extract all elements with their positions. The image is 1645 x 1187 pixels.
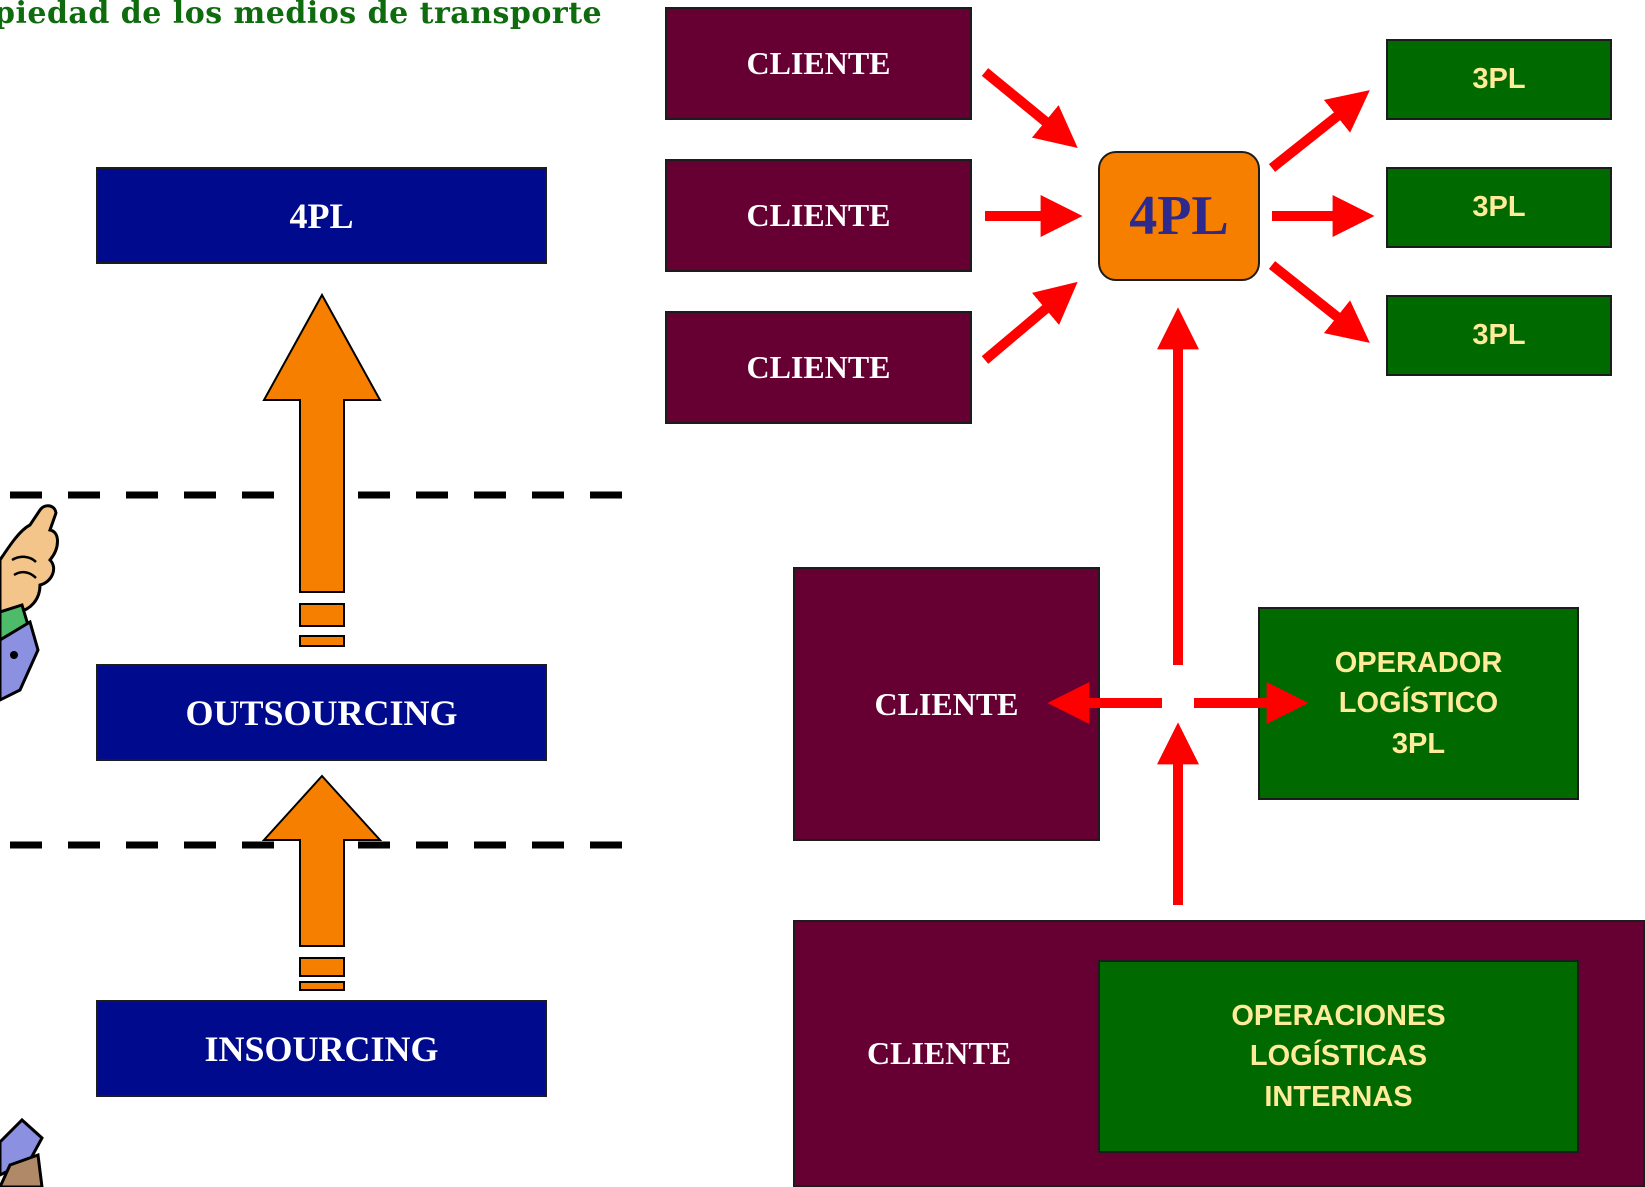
arrow-client3-to-hub	[981, 281, 1078, 364]
level-box-4pl: 4PL	[96, 167, 547, 264]
client-box-outsourcing: CLIENTE	[793, 567, 1100, 841]
provider-box-3pl-3: 3PL	[1386, 295, 1612, 376]
level-box-insourcing: INSOURCING	[96, 1000, 547, 1097]
page-title: piedad de los medios de transporte	[0, 0, 603, 31]
operator-box-3pl: OPERADOR LOGÍSTICO 3PL	[1258, 607, 1579, 800]
arrow-client1-to-hub	[981, 68, 1078, 148]
internal-operations-box: OPERACIONES LOGÍSTICAS INTERNAS	[1098, 960, 1579, 1153]
client-box-insourcing-label: CLIENTE	[867, 1035, 1012, 1071]
orange-up-arrow-insourcing-to-outsourcing	[261, 774, 383, 991]
level-box-outsourcing: OUTSOURCING	[96, 664, 547, 761]
client-box-2: CLIENTE	[665, 159, 972, 272]
orange-arrows	[261, 292, 383, 991]
provider-box-3pl-2: 3PL	[1386, 167, 1612, 248]
provider-box-3pl-1: 3PL	[1386, 39, 1612, 120]
hub-4pl: 4PL	[1098, 151, 1260, 281]
arrow-hub-to-3pl1	[1268, 90, 1370, 172]
pointing-cartoon-figure-icon	[0, 504, 59, 1187]
arrow-hub-to-3pl3	[1268, 261, 1370, 343]
client-box-3: CLIENTE	[665, 311, 972, 424]
orange-up-arrow-outsourcing-to-4pl	[262, 292, 382, 647]
client-box-1: CLIENTE	[665, 7, 972, 120]
